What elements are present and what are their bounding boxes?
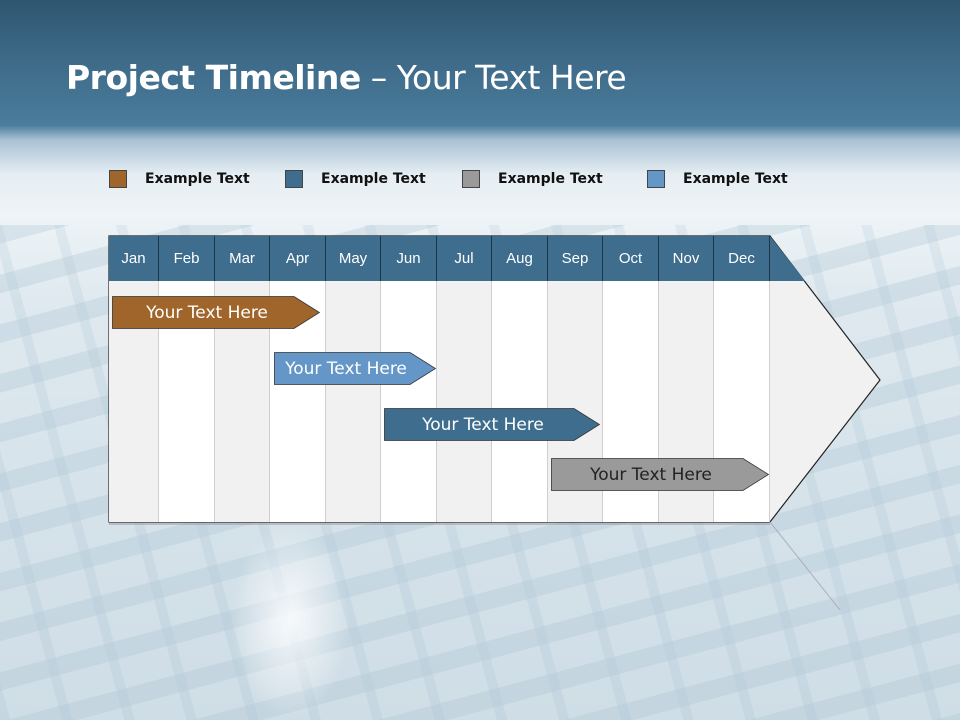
legend-label: Example Text xyxy=(321,171,426,187)
month-header-jul: Jul xyxy=(437,236,492,281)
month-header-sep: Sep xyxy=(548,236,603,281)
month-header-jun: Jun xyxy=(381,236,437,281)
legend-swatch xyxy=(647,170,665,188)
title-rest: – Your Text Here xyxy=(360,58,627,97)
month-header-oct: Oct xyxy=(603,236,659,281)
legend-item: Example Text xyxy=(285,170,426,188)
bar-label: Your Text Here xyxy=(590,464,712,485)
bar-label: Your Text Here xyxy=(422,414,544,435)
month-header-aug: Aug xyxy=(492,236,548,281)
month-column xyxy=(326,281,381,522)
month-column xyxy=(381,281,437,522)
timeline-bar: Your Text Here xyxy=(551,458,769,491)
legend-item: Example Text xyxy=(647,170,788,188)
month-header-jan: Jan xyxy=(109,236,159,281)
legend-label: Example Text xyxy=(683,171,788,187)
bar-label: Your Text Here xyxy=(146,302,268,323)
page-title: Project Timeline – Your Text Here xyxy=(66,58,627,97)
legend-swatch xyxy=(109,170,127,188)
timeline-bar: Your Text Here xyxy=(384,408,600,441)
legend-label: Example Text xyxy=(145,171,250,187)
month-header-dec: Dec xyxy=(714,236,770,281)
month-header-may: May xyxy=(326,236,381,281)
legend-swatch xyxy=(285,170,303,188)
month-column xyxy=(437,281,492,522)
title-bold: Project Timeline xyxy=(66,58,361,97)
legend-item: Example Text xyxy=(109,170,250,188)
bar-label: Your Text Here xyxy=(285,358,407,379)
light-glow xyxy=(230,520,350,720)
month-header-mar: Mar xyxy=(215,236,270,281)
month-column xyxy=(492,281,548,522)
legend-swatch xyxy=(462,170,480,188)
timeline-bar: Your Text Here xyxy=(274,352,436,385)
legend-label: Example Text xyxy=(498,171,603,187)
legend-item: Example Text xyxy=(462,170,603,188)
month-header-nov: Nov xyxy=(659,236,714,281)
month-header-apr: Apr xyxy=(270,236,326,281)
timeline-bar: Your Text Here xyxy=(112,296,320,329)
month-header-feb: Feb xyxy=(159,236,215,281)
